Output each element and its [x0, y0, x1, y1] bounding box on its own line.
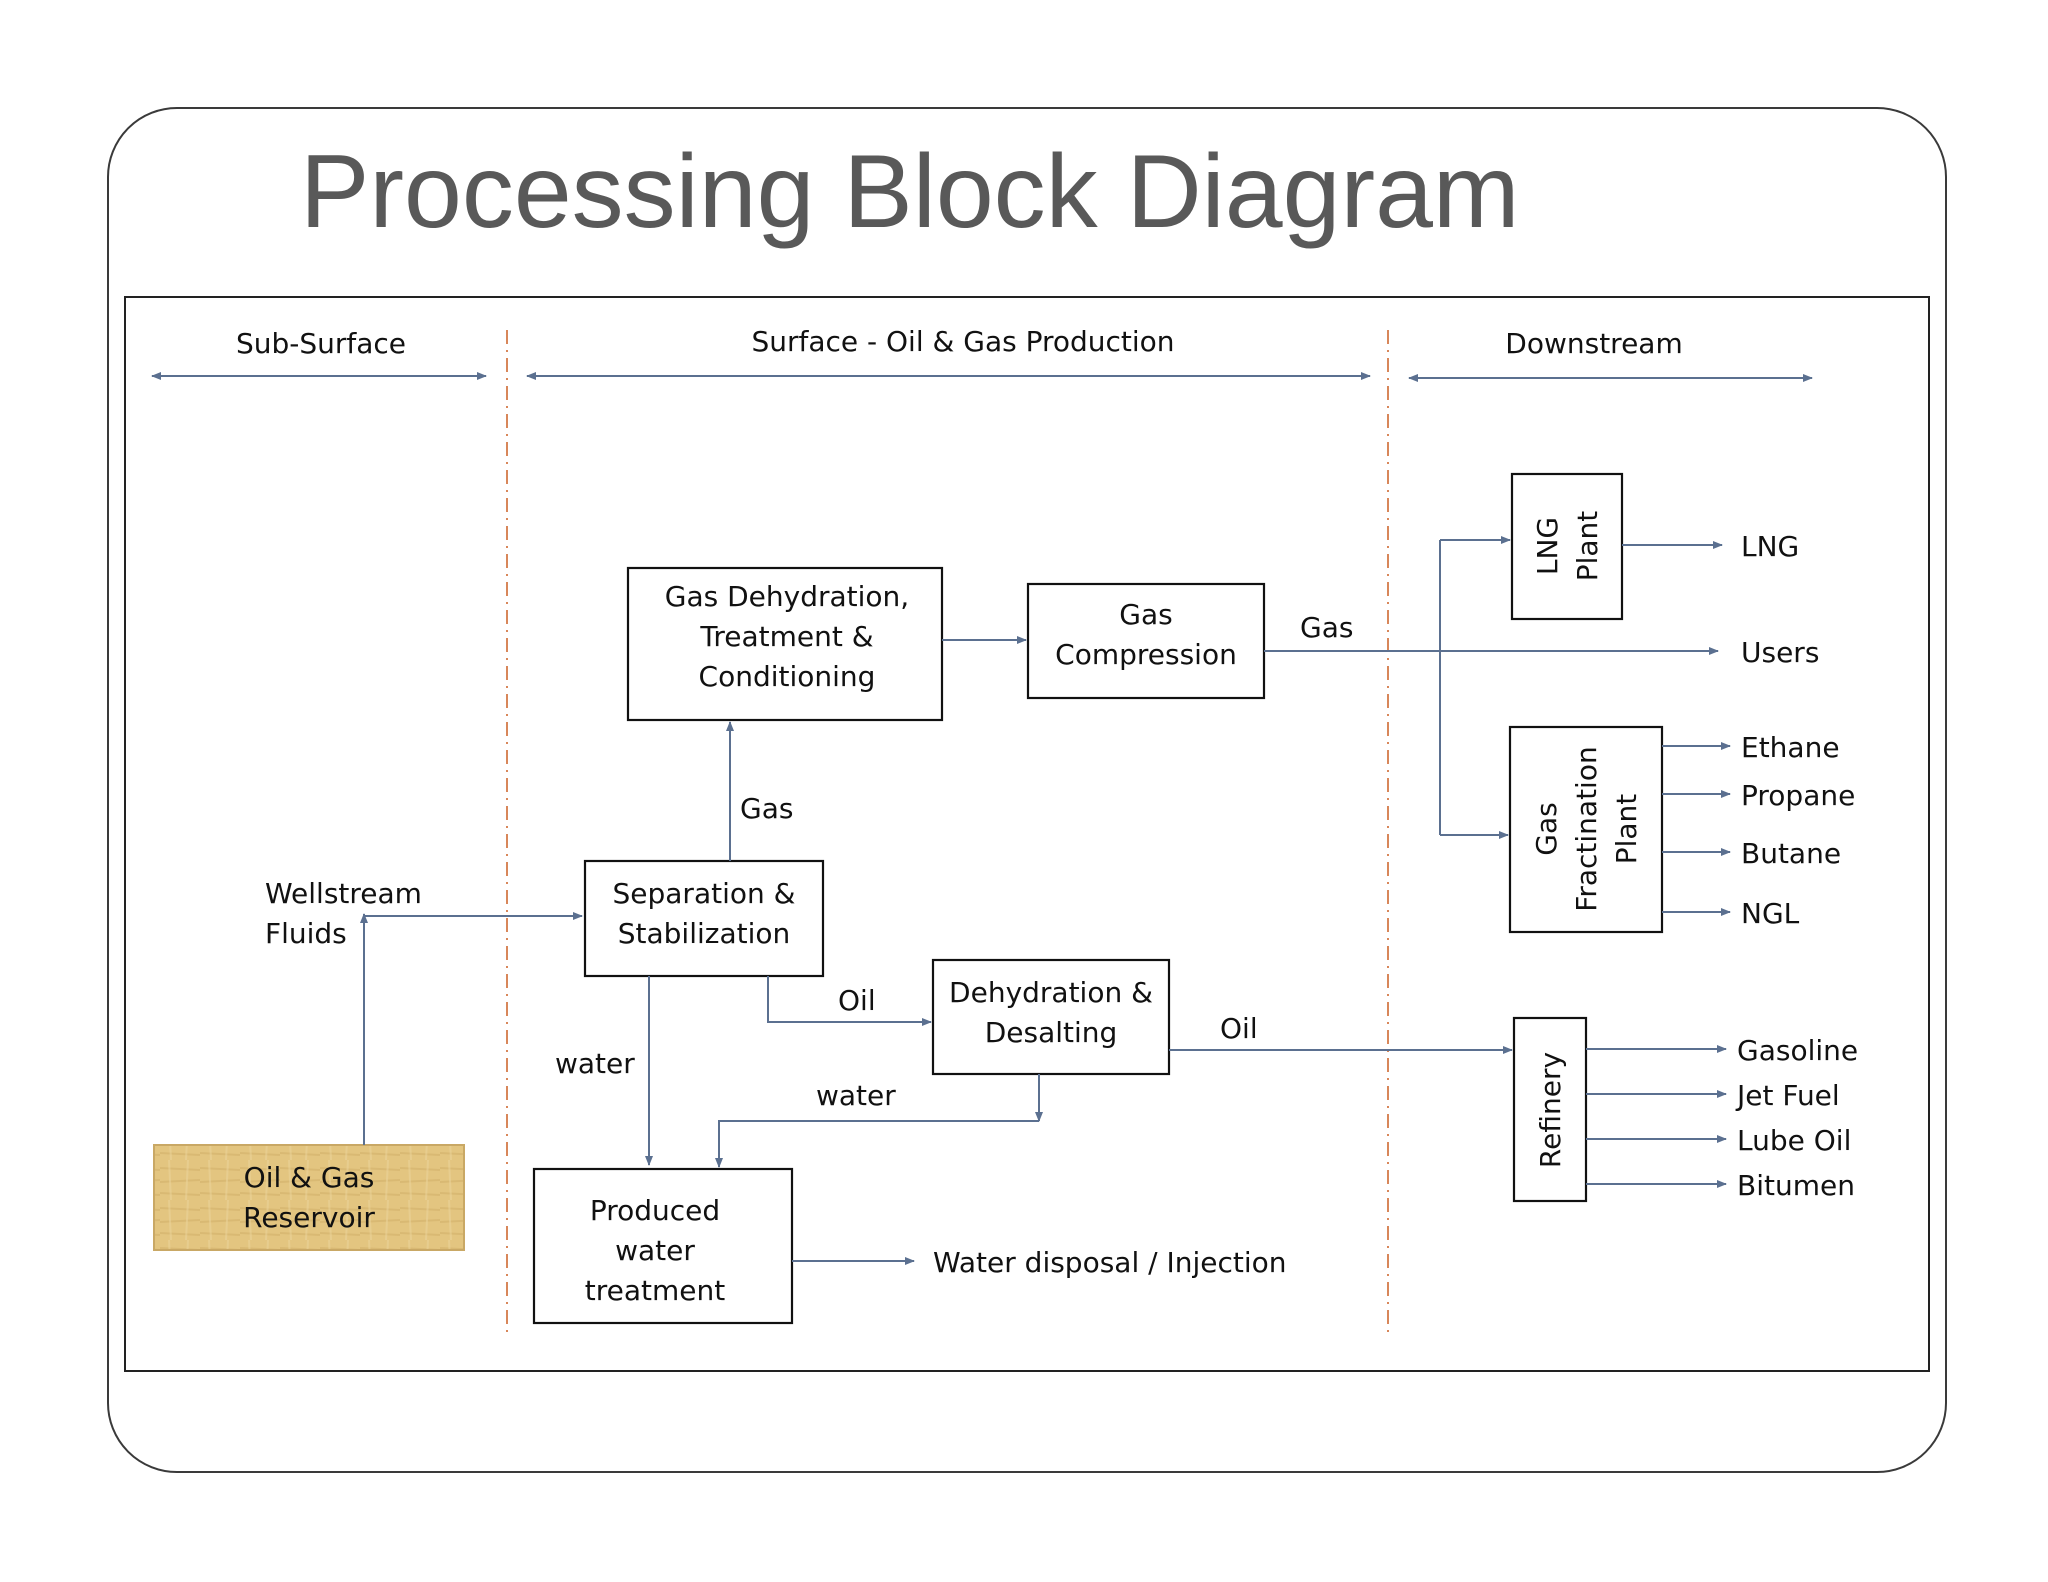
produced-water-label-3: treatment	[585, 1274, 725, 1307]
dehydration-desalting-block	[931, 958, 1171, 1076]
reservoir-block	[153, 1144, 465, 1251]
water-to-treatment-line	[715, 1120, 1039, 1168]
separation-block	[583, 859, 825, 978]
oil-to-desalting-label: Oil	[838, 984, 876, 1017]
dehydration-desalting-label-2: Desalting	[985, 1016, 1118, 1049]
wellstream-label-1: Wellstream	[265, 877, 422, 910]
gas-fractionation-block	[1508, 725, 1664, 934]
water-disposal-label: Water disposal / Injection	[933, 1246, 1287, 1279]
gas-dehydration-block	[626, 566, 944, 722]
water-right-label: water	[816, 1079, 896, 1112]
gas-compression-label-2: Compression	[1055, 638, 1237, 671]
fractionation-label-3: Plant	[1610, 794, 1643, 865]
fractionation-label-2: Fractination	[1570, 746, 1603, 911]
reservoir-label-1: Oil & Gas	[244, 1161, 375, 1194]
product-bitumen: Bitumen	[1737, 1169, 1855, 1202]
product-jet-fuel: Jet Fuel	[1735, 1079, 1840, 1112]
product-users: Users	[1741, 636, 1819, 669]
gas-right-label: Gas	[1300, 611, 1353, 644]
lng-plant-block	[1510, 472, 1624, 621]
product-ngl: NGL	[1741, 897, 1800, 930]
wellstream-label-2: Fluids	[265, 917, 347, 950]
lng-plant-label-2: Plant	[1571, 511, 1604, 582]
product-gasoline: Gasoline	[1737, 1034, 1858, 1067]
product-lube-oil: Lube Oil	[1737, 1124, 1851, 1157]
reservoir-label-2: Reservoir	[243, 1201, 375, 1234]
product-ethane: Ethane	[1741, 731, 1840, 764]
refinery-label: Refinery	[1534, 1052, 1567, 1168]
oil-to-refinery-label: Oil	[1220, 1012, 1258, 1045]
produced-water-label-1: Produced	[590, 1194, 720, 1227]
zone-downstream: Downstream	[1505, 327, 1682, 360]
gas-dehydration-label-1: Gas Dehydration,	[665, 580, 909, 613]
water-left-label: water	[555, 1047, 635, 1080]
gas-dehydration-label-2: Treatment &	[699, 620, 873, 653]
gas-dehydration-label-3: Conditioning	[699, 660, 876, 693]
slide-title: Processing Block Diagram	[300, 134, 1520, 250]
product-lng: LNG	[1741, 530, 1799, 563]
gas-up-label: Gas	[740, 792, 793, 825]
dehydration-desalting-label-1: Dehydration &	[949, 976, 1153, 1009]
gas-compression-label-1: Gas	[1119, 598, 1172, 631]
zone-sub-surface: Sub-Surface	[236, 327, 406, 360]
refinery-block	[1512, 1016, 1588, 1203]
lng-plant-label-1: LNG	[1531, 517, 1564, 575]
produced-water-label-2: water	[615, 1234, 695, 1267]
zone-surface: Surface - Oil & Gas Production	[751, 325, 1174, 358]
produced-water-block	[532, 1167, 794, 1325]
product-butane: Butane	[1741, 837, 1841, 870]
separation-label-2: Stabilization	[618, 917, 791, 950]
fractionation-label-1: Gas	[1530, 802, 1563, 855]
product-propane: Propane	[1741, 779, 1855, 812]
separation-label-1: Separation &	[613, 877, 796, 910]
gas-compression-block	[1026, 582, 1266, 700]
oil-to-desalting-line	[767, 976, 932, 1026]
